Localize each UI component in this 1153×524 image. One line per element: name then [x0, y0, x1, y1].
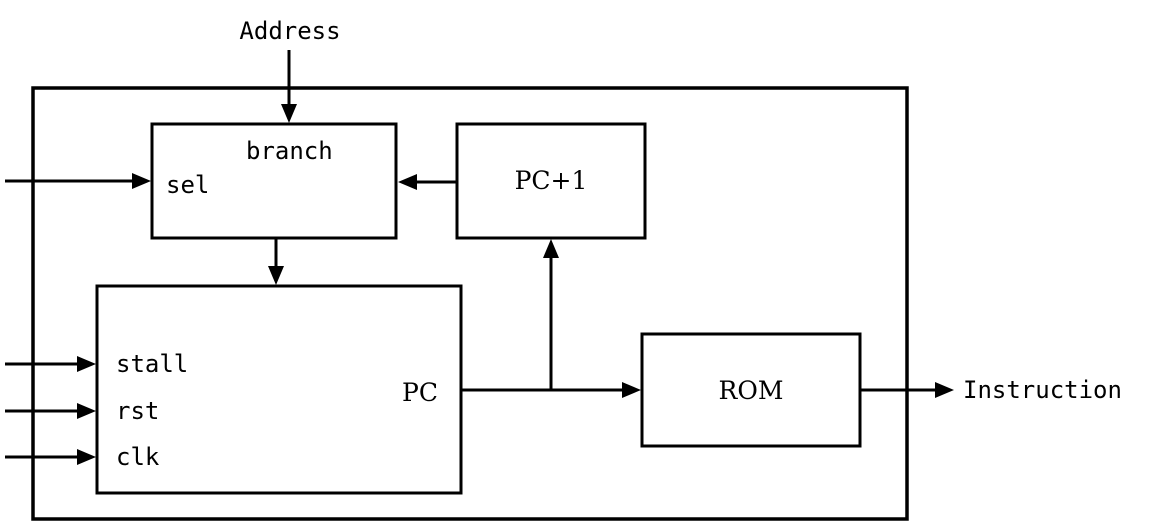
pc-rst-port-label: rst: [116, 397, 159, 425]
pc-to-pc-plus-one-arrow: [543, 239, 559, 390]
pc-plus-one-label: PC+1: [515, 166, 588, 195]
stall-input-arrow: [5, 356, 96, 372]
clk-input-arrow: [5, 449, 96, 465]
module-boundary: [31, 86, 909, 521]
mux-branch-port-label: branch: [246, 137, 333, 165]
pc-stall-port-label: stall: [116, 350, 188, 378]
pc-plus-one-block: PC+1: [455, 122, 647, 240]
mux-block: branch sel: [150, 122, 398, 240]
instruction-label: Instruction: [963, 376, 1122, 404]
address-arrow: [281, 50, 297, 123]
address-label: Address: [239, 17, 340, 45]
rom-block: ROM: [640, 332, 862, 448]
mux-sel-port-label: sel: [166, 171, 209, 199]
sel-input-arrow: [5, 173, 151, 189]
pc-label: PC: [402, 378, 438, 407]
rom-box: [640, 332, 862, 448]
rom-label: ROM: [719, 376, 784, 405]
mux-to-pc-arrow: [268, 238, 284, 285]
pc-plus-one-to-mux-arrow: [398, 174, 457, 190]
pc-block: stall rst clk PC: [95, 284, 463, 495]
pc-to-rom-arrow: [461, 382, 641, 398]
pc-plus-one-box: [455, 122, 647, 240]
mux-box: [150, 122, 398, 240]
pc-clk-port-label: clk: [116, 443, 160, 471]
instruction-output-arrow: [860, 382, 954, 398]
rst-input-arrow: [5, 403, 96, 419]
